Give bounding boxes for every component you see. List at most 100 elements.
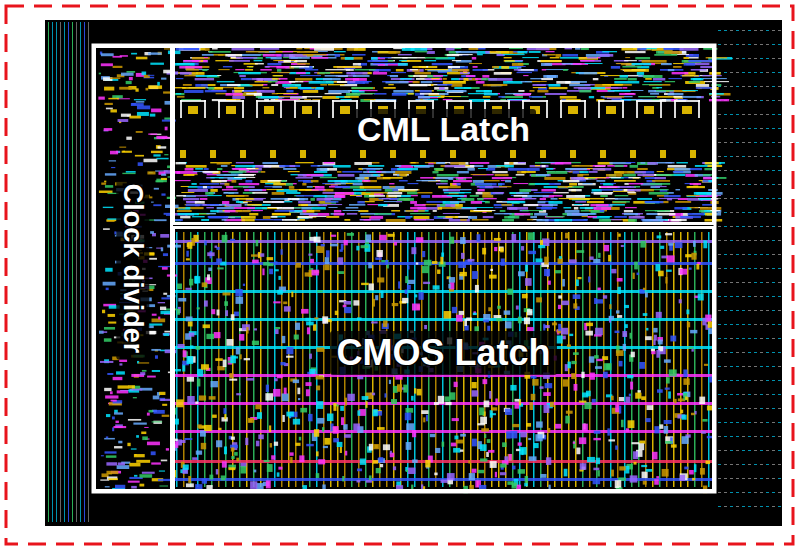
layout-wire <box>748 128 751 129</box>
layout-wire <box>545 93 567 95</box>
layout-wire <box>234 87 244 89</box>
layout-wire <box>344 96 358 98</box>
layout-wire <box>643 75 662 78</box>
layout-wire <box>364 189 381 191</box>
layout-wire <box>353 63 361 66</box>
layout-wire <box>730 506 733 507</box>
layout-wire <box>294 100 296 118</box>
layout-wire <box>483 96 491 98</box>
layout-wire <box>748 450 751 451</box>
layout-wire <box>544 177 565 180</box>
layout-wire <box>736 352 739 353</box>
layout-wire <box>409 84 431 86</box>
layout-wire <box>239 183 260 185</box>
layout-wire <box>684 63 695 66</box>
layout-wire <box>298 201 311 203</box>
layout-wire <box>693 78 703 80</box>
layout-wire <box>730 296 733 297</box>
layout-wire <box>284 87 290 88</box>
layout-wire <box>724 422 727 423</box>
layout-wire <box>450 201 458 203</box>
layout-wire <box>772 72 775 73</box>
layout-wire <box>754 114 757 115</box>
layout-wire <box>341 180 362 183</box>
layout-wire <box>488 78 512 81</box>
layout-wire <box>724 254 727 255</box>
layout-wire <box>754 380 757 381</box>
layout-wire <box>730 44 733 45</box>
layout-wire <box>778 170 781 171</box>
layout-wire <box>742 226 745 227</box>
layout-wire <box>742 338 745 339</box>
layout-wire <box>454 48 462 49</box>
layout-wire <box>218 100 220 118</box>
layout-wire <box>778 142 781 143</box>
layout-wire <box>778 478 781 479</box>
layout-wire <box>760 394 763 395</box>
layout-wire <box>414 210 419 212</box>
layout-wire <box>332 100 334 118</box>
layout-wire <box>227 84 240 86</box>
layout-wire <box>477 54 483 55</box>
layout-wire <box>553 195 563 197</box>
layout-wire <box>742 506 745 507</box>
layout-wire <box>724 478 727 479</box>
layout-wire <box>390 150 396 158</box>
layout-wire <box>402 48 415 51</box>
layout-wire <box>748 114 751 115</box>
layout-wire <box>264 106 274 114</box>
layout-wire <box>766 128 769 129</box>
layout-wire <box>440 180 448 182</box>
layout-wire <box>498 96 505 98</box>
layout-wire <box>398 54 412 55</box>
layout-wire <box>443 78 447 80</box>
layout-wire <box>736 198 739 199</box>
layout-wire <box>760 170 763 171</box>
layout-wire <box>204 100 206 118</box>
layout-wire <box>234 90 242 93</box>
layout-wire <box>580 60 594 61</box>
layout-wire <box>679 48 698 51</box>
layout-wire <box>453 180 472 182</box>
layout-wire <box>778 226 781 227</box>
layout-wire <box>177 96 185 98</box>
layout-wire <box>602 51 617 52</box>
layout-wire <box>395 165 401 167</box>
layout-wire <box>256 100 258 118</box>
layout-wire <box>271 57 282 59</box>
layout-wire <box>421 195 430 198</box>
layout-wire <box>447 195 466 197</box>
layout-wire <box>461 198 474 201</box>
layout-wire <box>724 72 727 73</box>
layout-wire <box>388 84 393 85</box>
layout-wire <box>498 183 505 185</box>
layout-wire <box>624 210 633 212</box>
layout-wire <box>649 192 669 195</box>
layout-wire <box>457 183 461 186</box>
layout-wire <box>353 189 366 191</box>
layout-wire <box>766 282 769 283</box>
layout-wire <box>742 114 745 115</box>
layout-wire <box>742 464 745 465</box>
layout-wire <box>718 450 721 451</box>
layout-wire <box>718 380 721 381</box>
layout-wire <box>724 394 727 395</box>
layout-wire <box>760 142 763 143</box>
layout-wire <box>772 114 775 115</box>
layout-wire <box>766 352 769 353</box>
layout-wire <box>760 478 763 479</box>
layout-wire <box>718 464 721 465</box>
layout-wire <box>346 93 360 96</box>
layout-wire <box>724 324 727 325</box>
layout-wire <box>627 189 640 191</box>
layout-wire <box>398 63 408 66</box>
layout-wire <box>200 198 208 200</box>
layout-wire <box>239 75 245 77</box>
layout-wire <box>240 174 256 175</box>
layout-wire <box>574 87 592 89</box>
layout-wire <box>760 198 763 199</box>
layout-wire <box>703 177 712 179</box>
layout-wire <box>730 30 733 31</box>
layout-wire <box>668 165 687 168</box>
layout-wire <box>742 142 745 143</box>
